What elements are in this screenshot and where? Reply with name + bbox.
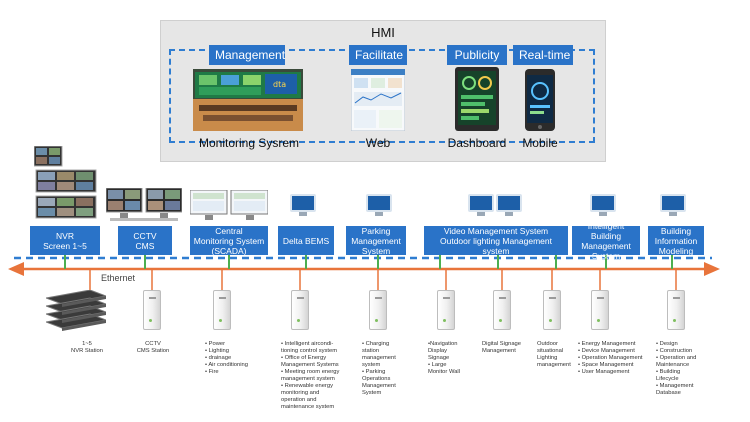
system-ibms: Intelligent Building Management System	[572, 221, 640, 261]
system-parking: Parking Management System	[346, 226, 406, 256]
signage-server-icon	[437, 290, 455, 330]
desc-bems: • Intelligent aircondi- tioning control …	[281, 341, 340, 410]
tag-publicity: Publicity	[447, 45, 507, 65]
desc-parking: • Charging station management system • P…	[362, 341, 396, 396]
parking-server-icon	[369, 290, 387, 330]
system-bim: Building Information Modeling	[648, 226, 704, 256]
scada-monitors-icon	[189, 189, 269, 222]
system-delta-bems: Delta BEMS	[278, 226, 334, 255]
ethernet-arrow-right	[704, 262, 720, 276]
dashboard-tablet-image	[455, 67, 499, 131]
desc-nvr: 1~5 NVR Station	[71, 341, 103, 354]
cctv-monitors-icon	[105, 187, 183, 222]
parking-monitor-icon	[366, 194, 392, 216]
bim-monitor-icon	[660, 194, 686, 216]
desc-outdoor-lighting: Outdoor situational Lighting management	[537, 341, 571, 368]
system-nvr: NVR Screen 1~5	[30, 226, 100, 255]
lighting-server-icon	[543, 290, 561, 330]
tag-management: Management	[209, 45, 285, 65]
web-portal-image	[351, 69, 405, 131]
hmi-title: HMI	[371, 25, 395, 40]
caption-web: Web	[365, 136, 391, 150]
cctv-server-icon	[143, 290, 161, 330]
system-cctv-cms: CCTV CMS	[118, 226, 172, 255]
server-links	[89, 269, 677, 290]
svg-text:dta: dta	[273, 80, 286, 89]
hmi-panel: HMI Management Facilitate Publicity Real…	[160, 20, 606, 162]
desc-navigation-signage: •Navigation Display Signage • Large Moni…	[428, 341, 460, 375]
system-scada: Central Monitoring System (SCADA)	[190, 226, 268, 256]
tag-realtime: Real-time	[513, 45, 573, 65]
ethernet-label: Ethernet	[101, 273, 136, 283]
scada-server-icon	[213, 290, 231, 330]
desc-cctv: CCTV CMS Station	[136, 341, 170, 354]
desc-digital-signage: Digital Signage Management	[482, 341, 521, 354]
system-links	[64, 255, 673, 269]
nvr-screens-icon	[33, 145, 98, 220]
ibms-server-icon	[591, 290, 609, 330]
bems-server-icon	[291, 290, 309, 330]
video-monitor-icon-2	[496, 194, 522, 216]
video-monitor-icon-1	[468, 194, 494, 216]
caption-dashboard: Dashboard	[447, 136, 507, 150]
ethernet-arrow-left	[8, 262, 24, 276]
caption-mobile: Mobile	[522, 136, 558, 150]
ibms-monitor-icon	[590, 194, 616, 216]
bim-server-icon	[667, 290, 685, 330]
desc-bim: • Design • Construction • Operation and …	[656, 341, 697, 396]
control-room-image: dta	[193, 69, 303, 131]
system-video-lighting: Video Management System Outdoor lighting…	[424, 226, 568, 256]
desc-scada: • Power • Lighting • drainage • Air cond…	[205, 341, 248, 375]
mobile-phone-image	[525, 69, 555, 131]
digital-signage-server-icon	[493, 290, 511, 330]
tag-facilitate: Facilitate	[349, 45, 407, 65]
caption-monitoring: Monitoring Sysrem	[198, 136, 300, 150]
desc-ibms: • Energy Management • Device Management …	[578, 341, 643, 375]
nvr-appliance-stack-icon	[44, 289, 108, 336]
bems-monitor-icon	[290, 194, 316, 216]
